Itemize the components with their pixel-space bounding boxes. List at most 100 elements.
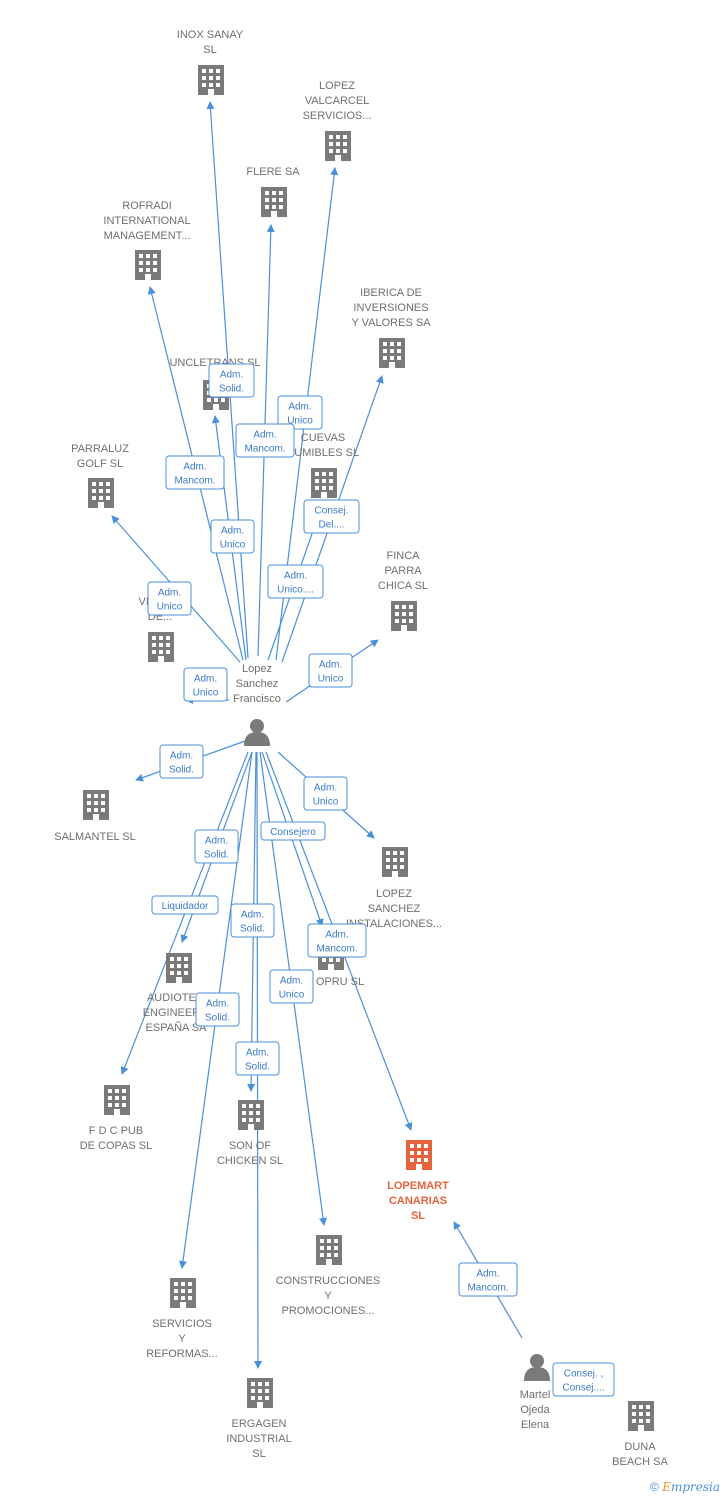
edge-label-sonof[interactable]: Adm.Solid. bbox=[230, 903, 275, 938]
edge-label-fdc[interactable]: Liquidador bbox=[151, 895, 219, 915]
building-icon bbox=[325, 131, 351, 161]
node-label-line: Francisco bbox=[233, 693, 281, 705]
node-label-line: PROMOCIONES... bbox=[282, 1305, 375, 1317]
node-construcciones[interactable]: CONSTRUCCIONESYPROMOCIONES... bbox=[276, 1235, 381, 1317]
edge-label-box bbox=[208, 363, 255, 398]
footer-brand[interactable]: © Empresia bbox=[650, 1480, 720, 1494]
edge-label-salmantel[interactable]: Adm. Solid. bbox=[159, 744, 204, 779]
edge-label-iberica[interactable]: Consej.Del.... bbox=[303, 499, 360, 534]
edge-label-text: Unico bbox=[193, 688, 219, 699]
node-label-line: INTERNATIONAL bbox=[103, 215, 190, 227]
node-salmantel[interactable]: SALMANTEL SL bbox=[54, 790, 136, 843]
building-icon bbox=[628, 1401, 654, 1431]
edge-label-text: Adm. bbox=[476, 1269, 499, 1280]
node-rofradi[interactable]: ROFRADIINTERNATIONALMANAGEMENT... bbox=[103, 200, 191, 280]
edge-label-text: Adm. bbox=[314, 783, 337, 794]
edge-label-text: Adm. bbox=[158, 588, 181, 599]
edge-label-rofradi[interactable]: Adm.Mancom. bbox=[165, 455, 225, 490]
edge-label-box bbox=[303, 499, 360, 534]
edge-label-viti[interactable]: Adm.Unico bbox=[183, 667, 228, 702]
edge-label-finca[interactable]: Adm.Unico bbox=[308, 653, 353, 688]
node-label-line: INSTALACIONES... bbox=[346, 918, 442, 930]
node-lopezsi[interactable]: LOPEZSANCHEZINSTALACIONES... bbox=[346, 847, 442, 930]
building-icon bbox=[391, 601, 417, 631]
building-icon bbox=[148, 632, 174, 662]
node-audio[interactable]: AUDIOTE...ENGINEER...ESPAÑA SA bbox=[143, 953, 210, 1034]
node-label-line: REFORMAS... bbox=[146, 1348, 218, 1360]
edge-label-box bbox=[147, 581, 192, 616]
edge-label-text: Unico bbox=[220, 540, 246, 551]
edge-label-flere[interactable]: Adm. Mancom. bbox=[235, 423, 295, 458]
node-label-line: SERVICIOS bbox=[152, 1318, 212, 1330]
person-icon bbox=[244, 719, 270, 746]
node-label-line: CANARIAS bbox=[389, 1195, 447, 1207]
edge-label-box bbox=[307, 923, 367, 958]
edge-label-lopemart[interactable]: Adm.Mancom. bbox=[458, 1262, 518, 1297]
edge-label-lopemart[interactable]: Adm.Mancom. bbox=[307, 923, 367, 958]
node-label-line: ERGAGEN bbox=[231, 1418, 286, 1430]
edge-label-text: Adm. bbox=[205, 836, 228, 847]
node-label-line: FLERE SA bbox=[246, 166, 300, 178]
node-label-line: Martel bbox=[520, 1389, 551, 1401]
node-label-line: FINCA bbox=[387, 550, 421, 562]
edge-label-text: Solid. bbox=[219, 384, 244, 395]
edge-label-inox[interactable]: Adm.Solid. bbox=[208, 363, 255, 398]
edge-label-text: Solid. bbox=[169, 765, 194, 776]
edge-label-ergagen[interactable]: Adm.Solid. bbox=[235, 1041, 280, 1076]
edge-label-opru[interactable]: Consejero bbox=[260, 821, 326, 841]
node-label-line: CHICA SL bbox=[378, 580, 428, 592]
node-flere[interactable]: FLERE SA bbox=[246, 166, 300, 217]
edge-label-uncletrans[interactable]: Adm.Unico bbox=[210, 519, 255, 554]
edge-label-text: Adm. bbox=[284, 571, 307, 582]
edge-label-servicios[interactable]: Adm.Solid. bbox=[195, 992, 240, 1027]
edge-label-construcciones[interactable]: Adm.Unico bbox=[269, 969, 314, 1004]
person-icon bbox=[524, 1354, 550, 1381]
edge-label-box bbox=[235, 1041, 280, 1076]
node-label-line: INVERSIONES bbox=[353, 302, 428, 314]
node-lopezv[interactable]: LOPEZVALCARCELSERVICIOS... bbox=[303, 80, 372, 161]
node-label-line: AUDIOTE... bbox=[147, 992, 205, 1004]
building-icon bbox=[379, 338, 405, 368]
edge-label-box bbox=[194, 829, 239, 864]
edge-label-box bbox=[267, 564, 324, 599]
node-label-line: SALMANTEL SL bbox=[54, 831, 136, 843]
edge-label-box bbox=[159, 744, 204, 779]
edge-label-text: Solid. bbox=[245, 1062, 270, 1073]
edge-label-text: Adm. bbox=[319, 660, 342, 671]
edge-label-lopezv[interactable]: Adm.Unico bbox=[277, 395, 323, 430]
edge-label-parraluz[interactable]: Adm.Unico bbox=[147, 581, 192, 616]
edge-label-text: Adm. bbox=[241, 910, 264, 921]
edge-label-text: Adm. bbox=[325, 930, 348, 941]
building-icon bbox=[170, 1278, 196, 1308]
edge-label-audio[interactable]: Adm.Solid. bbox=[194, 829, 239, 864]
edge-label-lopezsi[interactable]: Adm.Unico bbox=[303, 776, 348, 811]
edge-label-text: Adm. bbox=[170, 751, 193, 762]
edge-label-text: Solid. bbox=[205, 1013, 230, 1024]
edge-label-text: Mancom. bbox=[244, 444, 285, 455]
edge-label-box bbox=[230, 903, 275, 938]
node-label-line: CHICKEN SL bbox=[217, 1155, 283, 1167]
node-opru[interactable]: OPRU SL bbox=[316, 940, 364, 988]
node-label-line: ENGINEER... bbox=[143, 1007, 210, 1019]
edge-label-box bbox=[269, 969, 314, 1004]
edge-label-duna[interactable]: Consej. ,Consej.... bbox=[552, 1362, 615, 1397]
edge-label-cuevas[interactable]: Adm.Unico.... bbox=[267, 564, 324, 599]
edge-label-text: Adm. bbox=[253, 430, 276, 441]
edge-label-text: Adm. bbox=[280, 976, 303, 987]
building-icon bbox=[406, 1140, 432, 1170]
building-icon bbox=[198, 65, 224, 95]
node-servicios[interactable]: SERVICIOSYREFORMAS... bbox=[146, 1278, 218, 1360]
